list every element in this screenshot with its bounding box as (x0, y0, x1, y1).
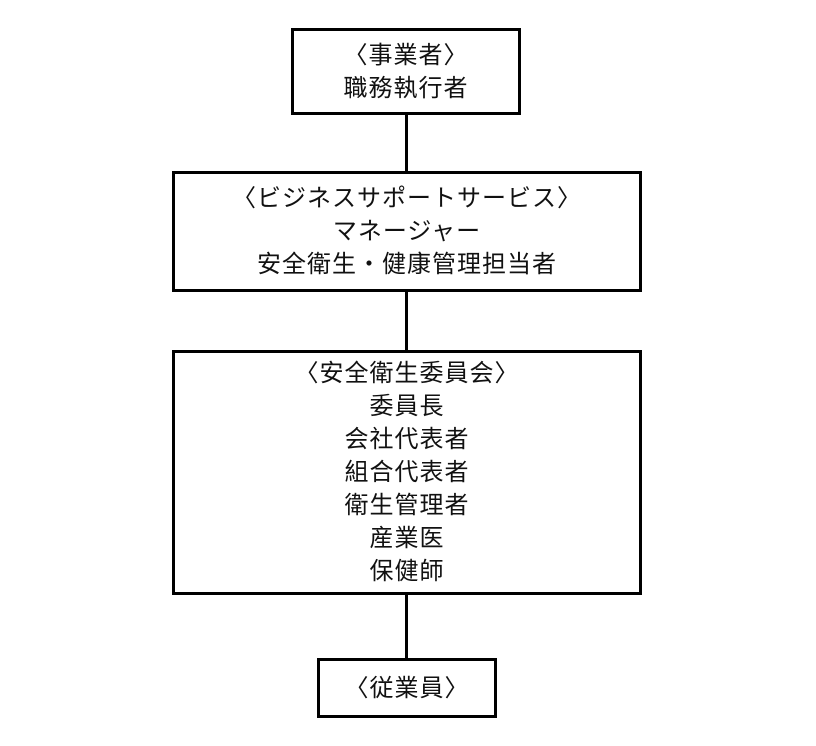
node-employer: 〈事業者〉 職務執行者 (291, 28, 521, 115)
node-business-support-title: 〈ビジネスサポートサービス〉 (232, 184, 582, 212)
node-committee-member-3: 組合代表者 (344, 458, 470, 486)
node-employees: 〈従業員〉 (317, 658, 497, 718)
connector-employer-to-business-support (405, 115, 408, 171)
connector-business-support-to-committee (405, 292, 408, 350)
node-committee-member-4: 衛生管理者 (344, 491, 470, 519)
node-committee-member-1: 委員長 (369, 392, 445, 420)
node-committee-member-5: 産業医 (369, 524, 445, 552)
node-business-support-role-2: 安全衛生・健康管理担当者 (257, 250, 557, 278)
node-committee-member-2: 会社代表者 (344, 425, 470, 453)
node-employer-role: 職務執行者 (343, 73, 469, 102)
node-safety-health-committee: 〈安全衛生委員会〉 委員長 会社代表者 組合代表者 衛生管理者 産業医 保健師 (172, 350, 642, 595)
node-employees-title: 〈従業員〉 (344, 673, 470, 702)
node-employer-title: 〈事業者〉 (343, 40, 469, 69)
node-committee-member-6: 保健師 (369, 557, 445, 585)
node-committee-title: 〈安全衛生委員会〉 (294, 359, 520, 387)
node-business-support-role-1: マネージャー (332, 217, 482, 245)
node-business-support-service: 〈ビジネスサポートサービス〉 マネージャー 安全衛生・健康管理担当者 (172, 171, 642, 292)
connector-committee-to-employees (405, 595, 408, 658)
